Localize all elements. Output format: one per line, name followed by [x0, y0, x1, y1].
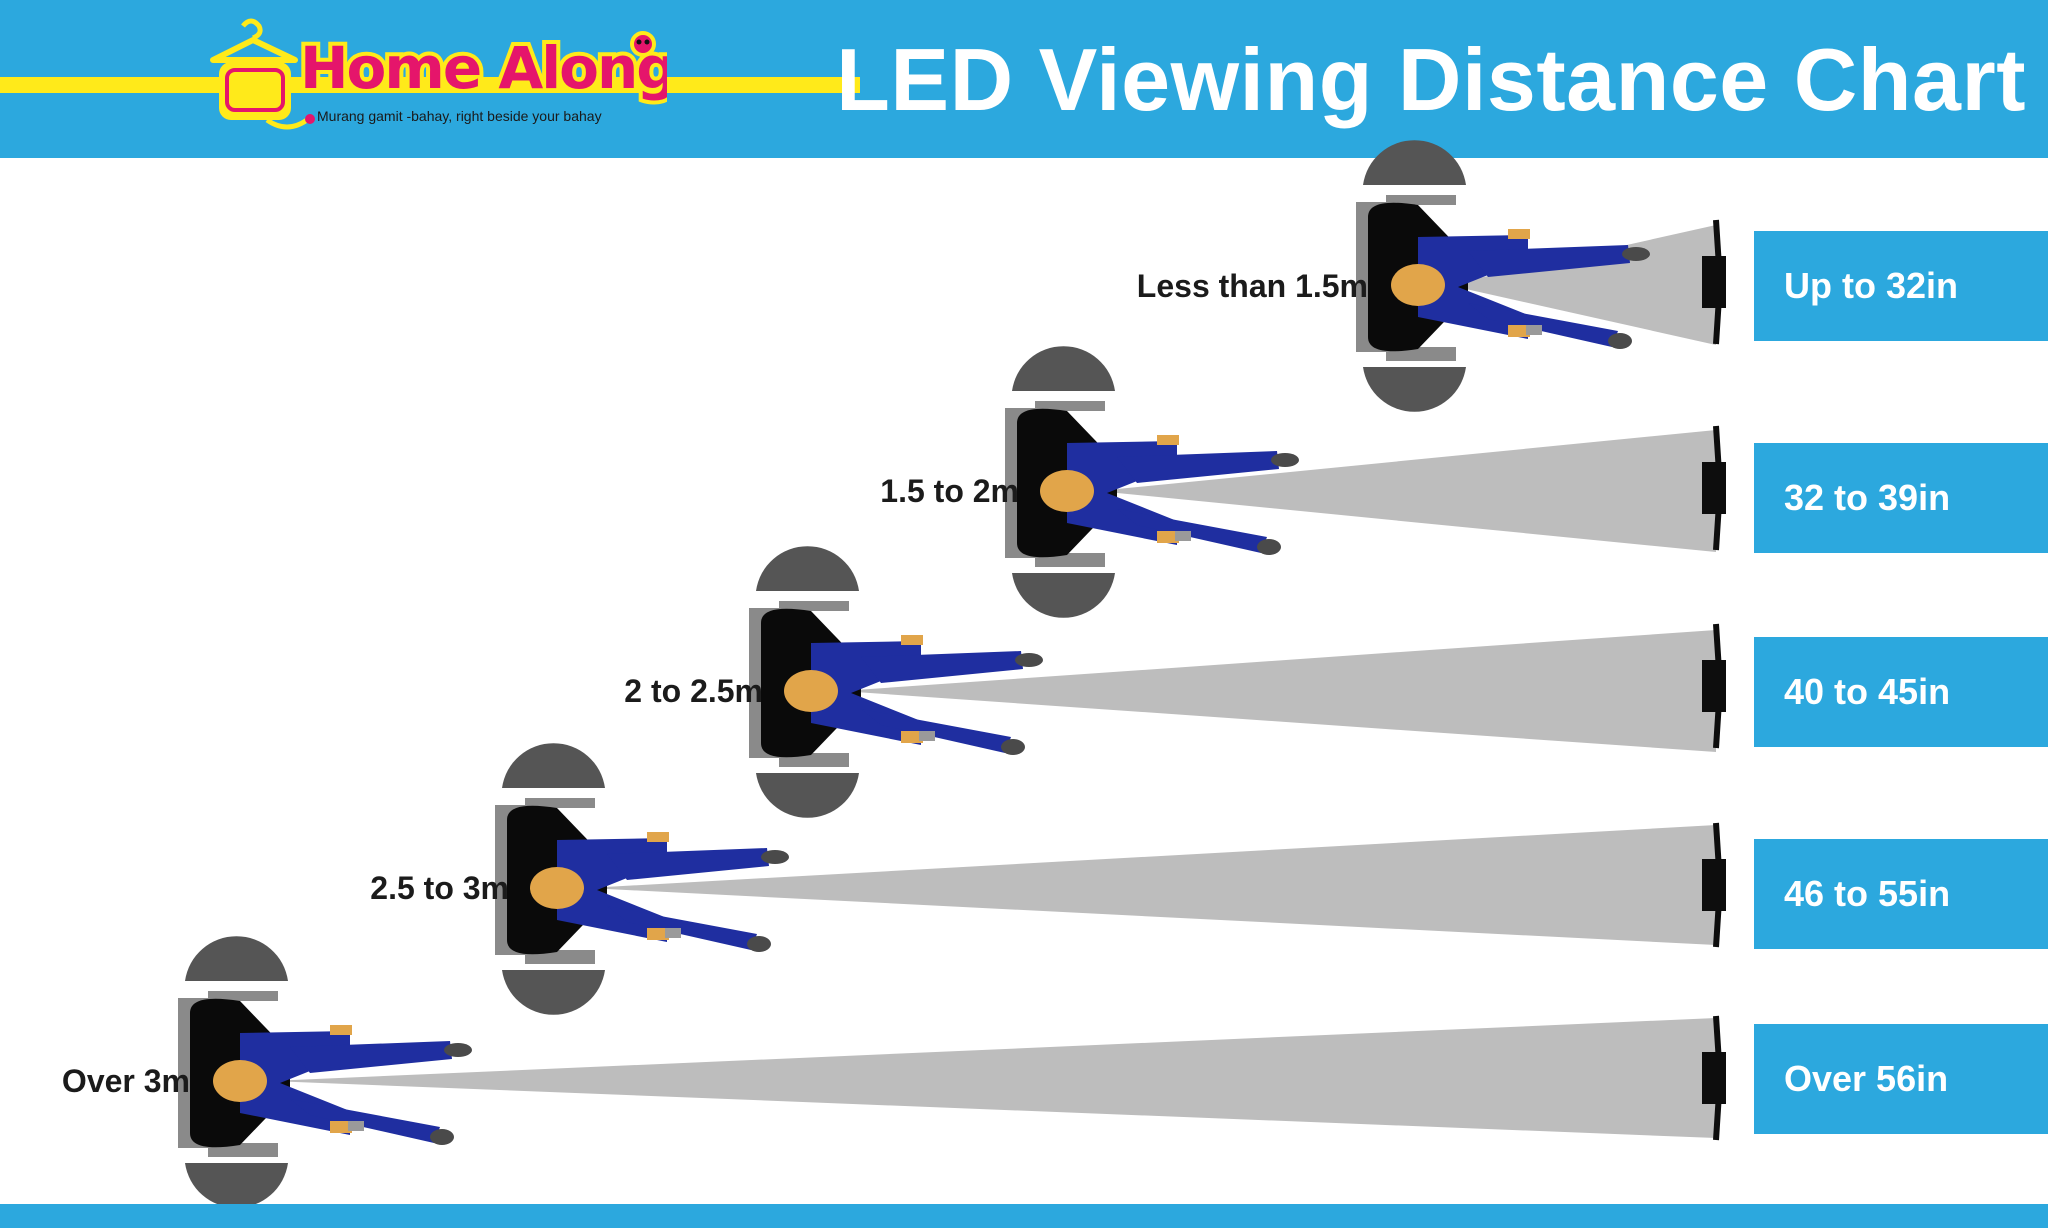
page-title: LED Viewing Distance Chart [836, 30, 2026, 129]
viewing-beam [587, 825, 1716, 945]
screen-size-label: 46 to 55in [1754, 839, 2048, 949]
viewing-beam [1097, 430, 1716, 552]
screen-size-label: 32 to 39in [1754, 443, 2048, 553]
distance-label: Less than 1.5m [1136, 268, 1368, 304]
screen-size-label: 40 to 45in [1754, 637, 2048, 747]
home-along-logo-mark: Home Along [210, 18, 667, 130]
logo-stripe [0, 77, 860, 93]
viewer-figure [495, 743, 789, 1015]
screen-size-label: Over 56in [1754, 1024, 2048, 1134]
distance-label: 2 to 2.5m [624, 673, 763, 709]
viewing-beam [270, 1018, 1716, 1138]
home-along-logo[interactable]: Home Along Murang gamit -bahay, right be… [205, 16, 667, 140]
distance-label: Over 3m [61, 1063, 190, 1099]
footer-bar [0, 1204, 2048, 1228]
screen-size-label: Up to 32in [1754, 231, 2048, 341]
viewer-figure [178, 936, 472, 1208]
logo-tagline: Murang gamit -bahay, right beside your b… [317, 108, 602, 124]
distance-label: 2.5 to 3m [370, 870, 509, 906]
header-bar: Home Along Murang gamit -bahay, right be… [0, 0, 2048, 158]
distance-label: 1.5 to 2m [880, 473, 1019, 509]
viewing-beam [841, 630, 1716, 752]
logo-wordmark: Home Along [300, 34, 667, 102]
